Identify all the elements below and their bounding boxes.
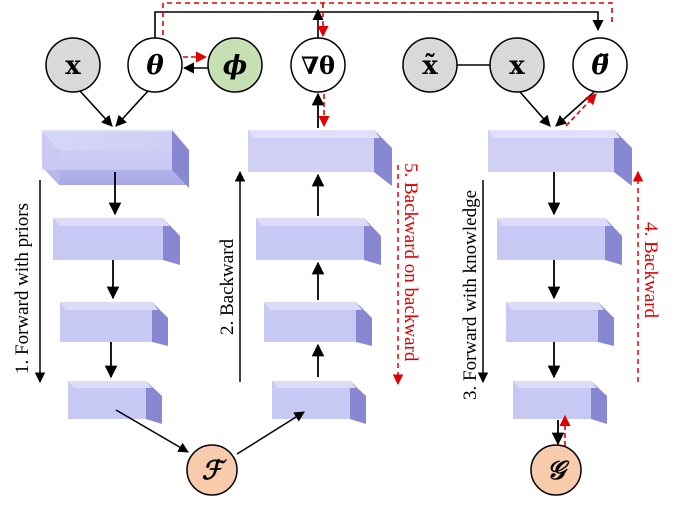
- backward-on-backward-label: 5. Backward on backward: [400, 163, 421, 362]
- layer-block: [497, 218, 622, 265]
- theta-to-layer-arrow: [115, 90, 149, 127]
- x-tilde-to-layer-arrow: [519, 91, 551, 127]
- layer-block: [60, 302, 168, 346]
- node-grad-theta: ∇θ: [290, 37, 346, 93]
- svg-text:∇θ: ∇θ: [301, 51, 335, 80]
- top-black-connector: [154, 11, 604, 44]
- layer-block: [68, 381, 162, 424]
- svg-text:ϕ: ϕ: [223, 51, 247, 81]
- svg-text:x: x: [509, 51, 525, 81]
- top-red-connector: [162, 2, 613, 44]
- x-to-layer-arrow: [79, 90, 113, 127]
- node-x-right: x: [489, 37, 545, 93]
- svg-text:θ̈: θ̈: [591, 51, 609, 81]
- layer-to-theta-ddot-red-arrow: [565, 93, 597, 127]
- layer-block: [488, 130, 632, 186]
- F-to-c2-arrow: [236, 411, 305, 455]
- svg-text:x: x: [65, 51, 81, 81]
- layer-block: [272, 381, 366, 424]
- layer-block: [248, 130, 392, 186]
- layer-block: [256, 218, 381, 265]
- column1-layers: [42, 130, 189, 424]
- forward-knowledge-label: 3. Forward with knowledge: [460, 190, 481, 400]
- node-x-left: x: [45, 37, 101, 93]
- forward-priors-label: 1. Forward with priors: [12, 203, 33, 374]
- layer-block: [264, 302, 372, 346]
- column3-layers: [488, 130, 632, 424]
- layer-block: [53, 218, 180, 265]
- svg-text:θ: θ: [146, 51, 164, 81]
- backward-label: 2. Backward: [217, 238, 238, 335]
- svg-text:x̃: x̃: [422, 51, 438, 81]
- theta-ddot-to-layer-arrow: [555, 91, 595, 127]
- node-phi: ϕ: [207, 37, 263, 93]
- layer-block: [506, 302, 614, 346]
- node-theta-ddot: θ̈: [572, 37, 628, 93]
- node-theta: θ: [127, 37, 183, 93]
- c1-to-F-arrow: [115, 409, 189, 453]
- column2-layers: [248, 130, 392, 424]
- node-F: ℱ: [186, 444, 238, 496]
- node-G: 𝒢: [530, 444, 582, 496]
- layer-block: [513, 381, 607, 424]
- backward-red-label: 4. Backward: [640, 222, 661, 319]
- layer-block: [42, 130, 189, 188]
- node-x-tilde: x̃: [402, 37, 458, 93]
- svg-text:𝒢: 𝒢: [547, 456, 570, 486]
